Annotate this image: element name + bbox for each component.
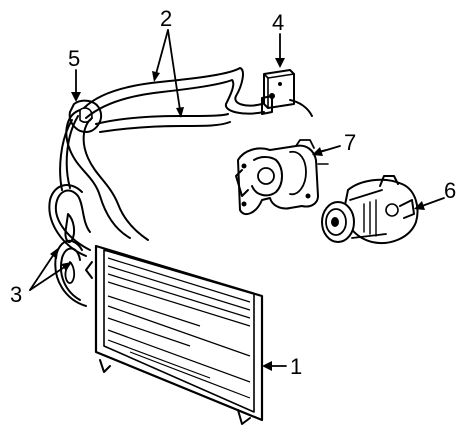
callout-6: 6 (444, 178, 456, 203)
callout-5: 5 (68, 46, 80, 71)
condenser-lines (48, 184, 91, 307)
leader-lines (29, 29, 445, 371)
callout-7: 7 (344, 130, 356, 155)
callout-2: 2 (160, 6, 172, 31)
pressure-switch (263, 69, 295, 109)
callout-4: 4 (272, 10, 284, 35)
condenser (85, 244, 264, 425)
callout-1: 1 (290, 354, 302, 379)
compressor (321, 175, 419, 244)
hose-assembly (59, 67, 313, 241)
callout-3: 3 (10, 282, 22, 307)
compressor-bracket (235, 139, 329, 216)
